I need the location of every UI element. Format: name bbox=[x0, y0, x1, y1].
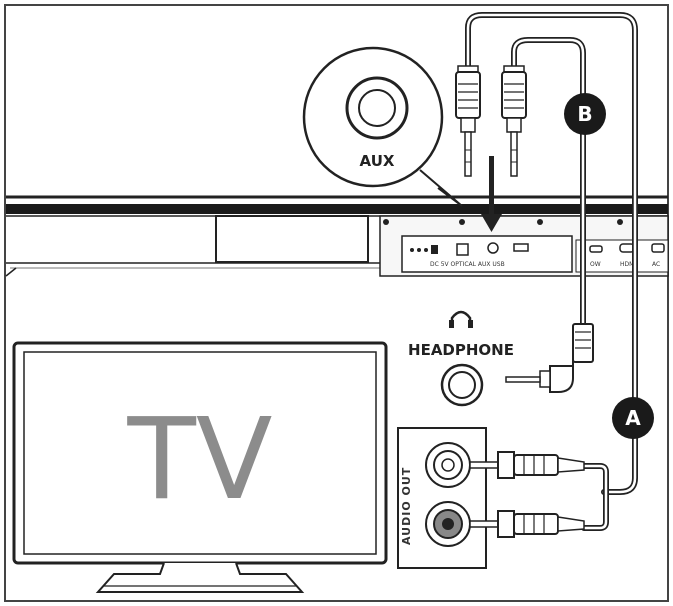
right-port-2-label: HDMI bbox=[620, 261, 636, 268]
aux-plug-left bbox=[455, 65, 481, 177]
tv-label: TV bbox=[126, 395, 272, 525]
aux-label: AUX bbox=[360, 152, 395, 170]
soundbar: DC 5V OPTICAL AUX USB OW HDMI AC bbox=[5, 195, 669, 277]
right-port-2 bbox=[619, 243, 635, 253]
dc-port bbox=[431, 245, 438, 254]
right-port-3 bbox=[651, 243, 665, 253]
port-panel-text: DC 5V OPTICAL AUX USB bbox=[430, 261, 505, 268]
audio-out-label: AUDIO OUT bbox=[400, 467, 413, 545]
audio-out-panel: AUDIO OUT bbox=[397, 427, 487, 569]
aux-plug-right bbox=[501, 65, 527, 177]
rca-plug-upper bbox=[469, 451, 585, 479]
right-port-3-label: AC bbox=[652, 261, 660, 268]
outer-frame bbox=[4, 4, 669, 602]
aux-callout: AUX bbox=[302, 46, 463, 207]
right-port-1-label: OW bbox=[590, 261, 601, 268]
cable-b-badge: B bbox=[564, 93, 606, 135]
usb-port bbox=[513, 243, 529, 252]
svg-text:B: B bbox=[577, 102, 592, 126]
port-panel bbox=[401, 235, 573, 273]
headphone-plug bbox=[505, 323, 594, 393]
optical-port bbox=[456, 243, 469, 256]
svg-text:A: A bbox=[625, 406, 641, 430]
arrow-down-icon bbox=[481, 156, 502, 232]
headphone-jack bbox=[440, 363, 484, 407]
soundbar-display bbox=[215, 215, 369, 263]
headphone-label: HEADPHONE bbox=[408, 341, 514, 359]
cable-a-badge: A bbox=[612, 397, 654, 439]
cable-lines bbox=[465, 12, 638, 531]
right-port-1 bbox=[589, 245, 603, 253]
aux-port bbox=[487, 242, 499, 254]
rca-plug-lower bbox=[469, 510, 585, 538]
tv: TV bbox=[12, 341, 388, 593]
headphone-icon bbox=[449, 310, 473, 328]
